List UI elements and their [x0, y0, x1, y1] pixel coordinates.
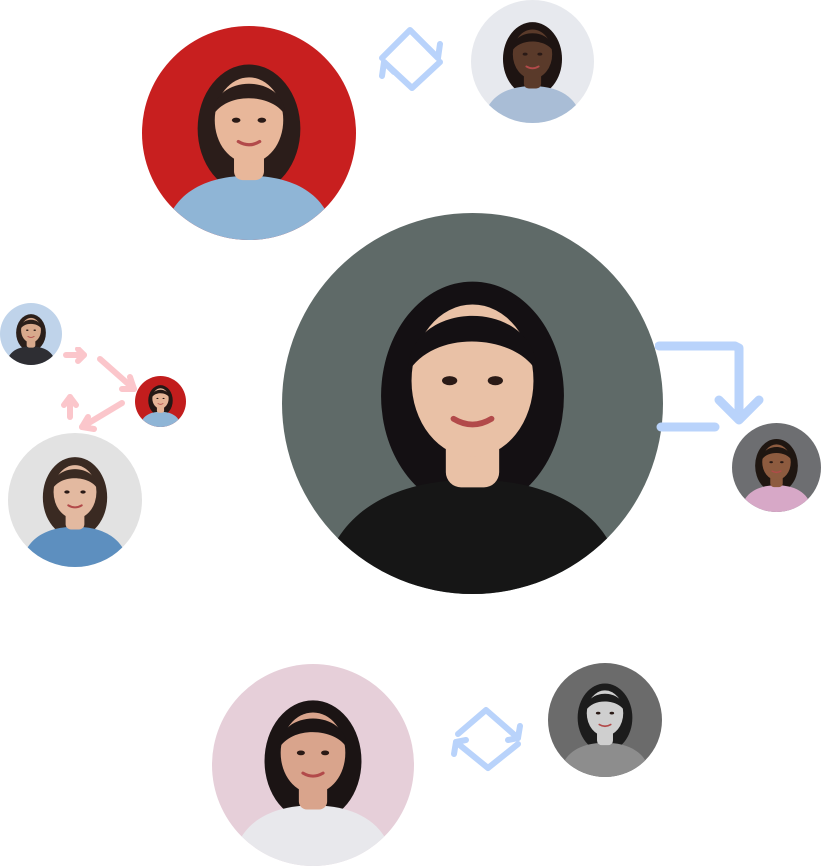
portrait-mouth — [598, 723, 612, 728]
portrait-eye — [156, 397, 159, 400]
portrait-eye — [537, 52, 543, 56]
portrait-mouth — [236, 139, 262, 147]
portrait-clothing — [740, 485, 813, 512]
cycle-arrows-bottom-icon — [451, 707, 523, 771]
avatar-portrait-image — [8, 433, 142, 567]
avatar-portrait-image — [732, 423, 821, 512]
avatar-portrait-image — [135, 376, 186, 427]
portrait-eye — [522, 52, 528, 56]
portrait-hair-top — [20, 319, 42, 330]
portrait-eye — [487, 376, 503, 386]
portrait-eye — [26, 329, 29, 332]
portrait-clothing — [559, 742, 651, 777]
avatar-portrait-image — [212, 664, 414, 866]
portrait-eye — [442, 376, 458, 386]
portrait-eye — [80, 490, 86, 494]
portrait-hair-top — [761, 447, 792, 461]
avatar-man-crouching — [212, 664, 414, 866]
portrait-eye — [321, 750, 330, 756]
portrait-mouth — [450, 415, 495, 428]
portrait-clothing — [232, 805, 394, 866]
portrait-eye — [231, 117, 241, 123]
avatar-man-smiling-small — [0, 303, 62, 365]
portrait-clothing — [21, 526, 129, 567]
portrait-hair-top — [212, 83, 286, 116]
avatar-portrait-image — [548, 663, 662, 777]
portrait-eye — [609, 711, 615, 715]
avatar-portrait-image — [0, 303, 62, 365]
portrait-eye — [33, 329, 36, 332]
avatar-man-blazer — [471, 0, 594, 123]
avatar-woman-sunglasses-small — [135, 376, 186, 427]
portrait-eye — [769, 461, 773, 464]
bend-arrow-icon — [655, 341, 764, 432]
portrait-hair-top — [52, 469, 98, 490]
triangle-cycle-arrows-icon — [61, 347, 137, 432]
portrait-mouth — [771, 470, 782, 474]
portrait-eye — [64, 490, 70, 494]
avatar-portrait-image — [471, 0, 594, 123]
portrait-mouth — [525, 65, 540, 70]
portrait-eye — [296, 750, 305, 756]
portrait-eye — [162, 397, 165, 400]
avatar-portrait-image — [142, 26, 356, 240]
portrait-clothing — [140, 411, 181, 427]
portrait-clothing — [163, 175, 335, 240]
portrait-clothing — [6, 346, 56, 365]
portrait-hair-top — [278, 718, 348, 749]
portrait-hair-top — [511, 33, 554, 52]
avatar-portrait-image — [282, 213, 663, 594]
cycle-arrows-icon — [379, 27, 443, 91]
portrait-clothing — [483, 86, 582, 123]
avatar-man-grayscale — [548, 663, 662, 777]
avatar-center-woman — [282, 213, 663, 594]
avatar-woman-sunglasses — [142, 26, 356, 240]
portrait-eye — [257, 117, 267, 123]
portrait-hair-top — [585, 693, 625, 711]
portrait-mouth — [67, 504, 83, 509]
portrait-hair-top — [407, 315, 538, 374]
avatar-man-right — [732, 423, 821, 512]
portrait-hair-top — [151, 389, 170, 398]
portrait-mouth — [27, 336, 35, 338]
portrait-mouth — [301, 771, 325, 778]
portrait-eye — [780, 461, 784, 464]
avatar-man-denim-jacket — [8, 433, 142, 567]
portrait-eye — [595, 711, 601, 715]
portrait-mouth — [157, 403, 164, 405]
portrait-clothing — [320, 479, 625, 594]
